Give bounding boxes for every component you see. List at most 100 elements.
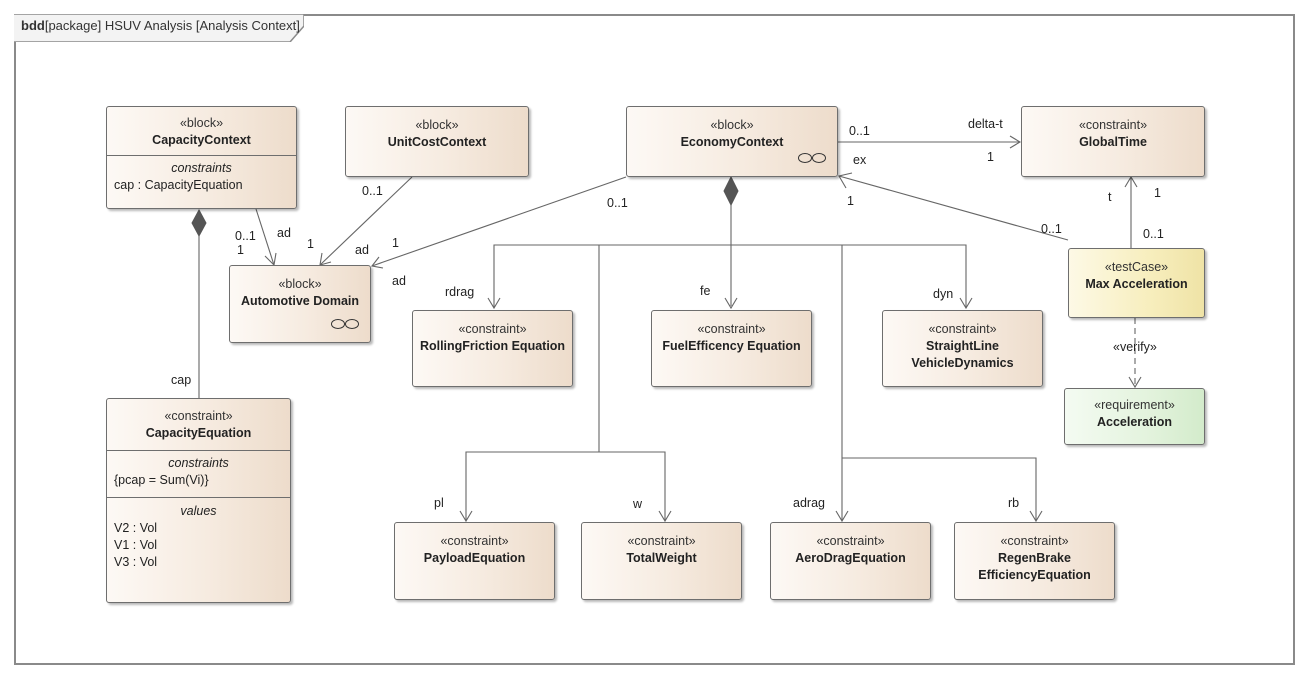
block-name: Automotive Domain [240,294,360,308]
stereotype: «requirement» [1094,398,1175,412]
arrowhead [1128,376,1142,389]
frame-kind: bdd [21,18,45,33]
stereotype: «constraint» [697,322,766,336]
block-name: CapacityEquation [145,426,252,440]
block-name-line1: RegenBrake [998,551,1071,565]
composition-diamond [191,208,207,238]
multiplicity-label: 0..1 [849,124,870,138]
role-label: dyn [933,287,954,301]
arrowhead [838,172,853,189]
block-name: FuelEfficency Equation [662,339,801,353]
arrowhead [1124,175,1138,188]
stereotype: «constraint» [440,534,509,548]
compartment-item: V3 : Vol [114,555,158,569]
multiplicity-label: 0..1 [235,229,256,243]
constraint-total-weight[interactable]: «constraint» TotalWeight [581,522,742,600]
role-label: w [633,497,643,511]
compartment-item: cap : CapacityEquation [114,178,243,192]
block-name: Acceleration [1096,415,1173,429]
role-label: adrag [793,496,825,510]
role-label: delta-t [968,117,1003,131]
role-label: cap [171,373,192,387]
constraint-payload-equation[interactable]: «constraint» PayloadEquation [394,522,555,600]
constraint-fuel-efficency[interactable]: «constraint» FuelEfficency Equation [651,310,812,387]
compartment-item: V2 : Vol [114,521,158,535]
test-case-max-acceleration[interactable]: «testCase» Max Acceleration [1068,248,1205,318]
multiplicity-label: 1 [987,150,994,164]
stereotype: «block» [710,118,754,132]
constraints-compartment: constraints {pcap = Sum(Vi)} [107,450,290,497]
constraint-aero-drag[interactable]: «constraint» AeroDragEquation [770,522,931,600]
stereotype: «constraint» [1000,534,1069,548]
association-maxaccel-economy[interactable] [838,175,1069,241]
multiplicity-label: 1 [847,194,854,208]
stereotype: «constraint» [1078,118,1148,132]
role-label: t [1108,190,1112,204]
requirement-acceleration[interactable]: «requirement» Acceleration [1064,388,1205,445]
composition-branch-weight[interactable] [599,451,666,520]
block-name: EconomyContext [680,135,784,149]
constraint-capacity-equation[interactable]: «constraint» CapacityEquation constraint… [106,398,291,603]
stereotype: «constraint» [928,322,997,336]
multiplicity-label: 0..1 [607,196,628,210]
arrowhead [371,256,384,269]
association-unitcost-automotive[interactable] [319,176,413,266]
block-capacity-context[interactable]: «block» CapacityContext constraints cap … [106,106,297,209]
role-label: rdrag [445,285,475,299]
frame-tab [14,14,304,42]
block-name-line2: EfficiencyEquation [978,568,1091,582]
multiplicity-label: 0..1 [1041,222,1062,236]
arrowhead [658,510,672,523]
composition-branch-rolling[interactable] [493,244,731,308]
chain-rings-icon [331,319,359,329]
arrowhead [835,510,849,523]
stereotype: «constraint» [458,322,527,336]
composition-branch-right[interactable] [731,244,843,520]
block-unit-cost-context[interactable]: «block» UnitCostContext [345,106,529,177]
block-name: CapacityContext [152,133,251,147]
composition-branch-dynamics[interactable] [731,244,967,308]
block-name-line1: StraightLine [926,339,999,353]
compartment-title: constraints [171,161,232,175]
composition-diamond [723,175,739,207]
constraint-regen-brake[interactable]: «constraint» RegenBrake EfficiencyEquati… [954,522,1115,600]
association-capacity-automotive[interactable] [255,208,275,266]
stereotype: «constraint» [627,534,696,548]
compartment-item: V1 : Vol [114,538,158,552]
multiplicity-label: 1 [1154,186,1161,200]
chain-rings-icon [798,153,826,163]
role-label: ad [392,274,406,288]
role-label: pl [434,496,444,510]
diagram-frame [14,14,1295,665]
arrowhead [487,297,501,310]
block-name: PayloadEquation [423,551,526,565]
block-name: Max Acceleration [1085,277,1188,291]
frame-heading: [package] HSUV Analysis [Analysis Contex… [44,18,300,33]
role-label: ad [277,226,291,240]
arrowhead [959,297,973,310]
association-economy-automotive[interactable] [371,176,627,267]
constraint-rolling-friction[interactable]: «constraint» RollingFriction Equation [412,310,573,387]
verify-label: «verify» [1113,340,1157,354]
composition-branch-regen[interactable] [842,457,1037,520]
block-economy-context[interactable]: «block» EconomyContext [626,106,838,177]
stereotype: «block» [278,277,322,291]
arrowhead [459,510,473,523]
multiplicity-label: 1 [307,237,314,251]
constraint-straight-line-dynamics[interactable]: «constraint» StraightLine VehicleDynamic… [882,310,1043,387]
block-name: AeroDragEquation [795,551,906,565]
frame-title: bdd[package] HSUV Analysis [Analysis Con… [21,18,300,33]
role-label: ad [355,243,369,257]
block-automotive-domain[interactable]: «block» Automotive Domain [229,265,371,343]
role-label: rb [1008,496,1020,510]
arrowhead [1029,510,1043,523]
block-name: TotalWeight [626,551,697,565]
role-label: ex [853,153,867,167]
constraints-compartment: constraints cap : CapacityEquation [107,155,296,196]
block-global-time[interactable]: «constraint» GlobalTime [1021,106,1205,177]
multiplicity-label: 1 [237,243,244,257]
block-name: RollingFriction Equation [419,339,566,353]
stereotype: «constraint» [816,534,885,548]
stereotype: «block» [179,116,224,130]
stereotype: «block» [415,118,459,132]
